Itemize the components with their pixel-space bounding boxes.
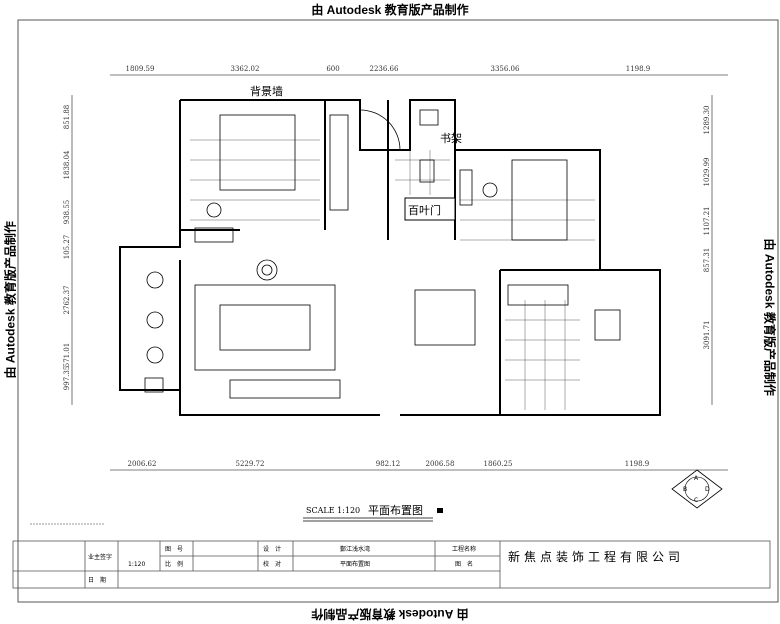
dimension-label: 3091.71 — [703, 321, 711, 350]
dimension-label: 5229.72 — [236, 460, 265, 468]
label-feature-wall: 背景墙 — [250, 84, 283, 98]
dimension-label: 997.35 — [63, 366, 71, 391]
sink — [594, 309, 621, 341]
drawing-no-label: 图 号 — [165, 546, 183, 553]
dimension-lines — [71, 74, 728, 471]
compass-b: B — [683, 486, 687, 493]
label-louver-door: 百叶门 — [408, 203, 441, 217]
dimension-label: 1289.30 — [703, 106, 711, 135]
double-bed — [219, 114, 296, 191]
dimension-label: 3356.06 — [491, 65, 520, 73]
floor-pattern — [190, 139, 595, 410]
date-label: 日 期 — [88, 576, 106, 584]
design-label: 设 计 — [263, 545, 281, 553]
compass-d: D — [705, 486, 710, 493]
dining-table — [414, 289, 476, 346]
owner-sign-label: 业主签字 — [88, 553, 112, 561]
title-marker-icon — [437, 508, 443, 513]
dimension-label: 1029.99 — [703, 158, 711, 187]
dimension-label: 1809.59 — [126, 65, 155, 73]
desk — [194, 227, 234, 243]
dimension-label: 1198.9 — [626, 65, 651, 73]
dimension-label: 2006.58 — [426, 460, 455, 468]
dimensions-left: 851.88 1838.04 938.55 105.27 2762.37 571.0199… — [63, 105, 71, 391]
company-name: 新焦点装饰工程有限公司 — [508, 549, 684, 564]
label-bookshelf: 书架 — [440, 132, 462, 145]
watermark-top: 由 Autodesk 教育版产品制作 — [311, 3, 469, 17]
dimensions-right: 1289.30 1029.99 1107.21 857.31 3091.71 — [703, 106, 711, 350]
dimension-label: 1860.25 — [484, 460, 513, 468]
furniture — [144, 109, 621, 399]
washbasin — [419, 109, 439, 126]
sheet-border — [17, 19, 779, 603]
scale-value: 1:120 — [128, 561, 145, 568]
scale-label: 比 例 — [165, 560, 183, 568]
dimension-label: 938.55 — [63, 200, 71, 225]
sofa-set — [194, 284, 336, 371]
dimension-label: 982.12 — [376, 460, 401, 468]
dimension-label: 571.01 — [63, 343, 71, 368]
coffee-table — [219, 304, 311, 351]
compass-rose: A B C D — [671, 469, 723, 509]
wardrobe — [329, 114, 349, 211]
dimensions-top: 1809.59 3362.02 600 2236.66 3356.06 1198.9 — [126, 65, 651, 73]
title-block — [12, 540, 771, 589]
project-name-label: 工程名称 — [452, 545, 476, 553]
study-desk — [511, 159, 568, 241]
drawing-name-label: 图 名 — [455, 560, 473, 568]
drawing-name-value: 平面布置图 — [340, 560, 370, 568]
dimension-label: 2006.62 — [128, 460, 157, 468]
dimension-label: 2236.66 — [370, 65, 399, 73]
balcony-table — [146, 311, 164, 329]
dimension-label: 857.31 — [703, 248, 711, 273]
check-label: 校 对 — [263, 560, 281, 568]
chair — [206, 202, 222, 218]
shower — [359, 109, 401, 151]
louver-door-box — [404, 197, 456, 221]
walls — [119, 99, 661, 416]
dimension-label: 600 — [326, 65, 339, 73]
dimension-label: 1198.9 — [625, 460, 650, 468]
dimension-label: 105.27 — [63, 235, 71, 260]
bookshelf — [459, 169, 473, 206]
dimensions-bottom: 2006.62 5229.72 982.12 2006.58 1860.25 1198.9 — [128, 460, 650, 468]
compass-c: C — [694, 497, 698, 504]
tv-cabinet — [229, 379, 341, 399]
compass-a: A — [694, 475, 699, 482]
dimension-label: 2762.37 — [63, 286, 71, 315]
toilet — [419, 159, 435, 183]
dimension-label: 1838.04 — [63, 150, 71, 179]
dimension-label: 1107.21 — [703, 207, 711, 236]
project-value: 鄞江浅水湾 — [340, 545, 370, 553]
stove — [507, 284, 569, 306]
scale-text: SCALE 1:120 — [306, 506, 360, 515]
drawing-title: 平面布置图 — [368, 504, 423, 517]
balcony-chair — [146, 346, 164, 364]
dimension-label: 3362.02 — [231, 65, 260, 73]
dimension-label: 851.88 — [63, 105, 71, 130]
balcony-chair — [146, 271, 164, 289]
